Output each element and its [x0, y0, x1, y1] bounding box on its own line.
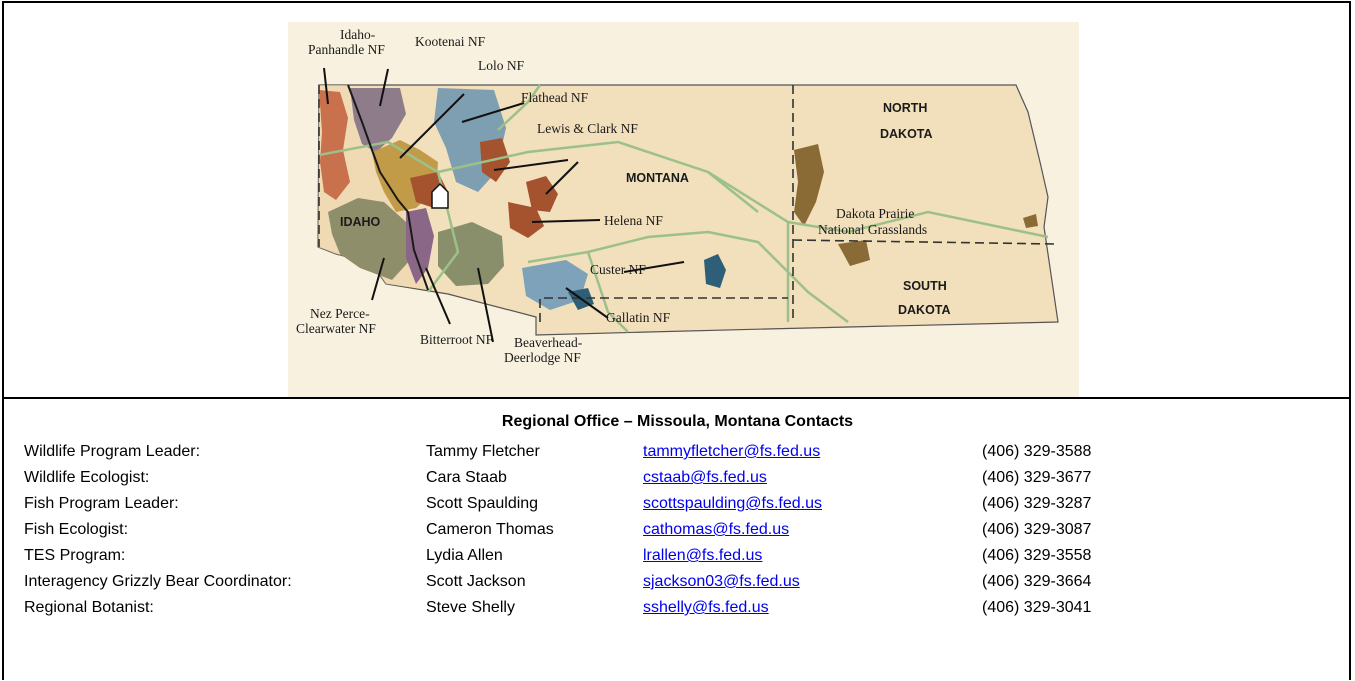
contact-row: TES Program: Lydia Allen lrallen@fs.fed.us…: [24, 543, 1182, 569]
contact-phone: (406) 329-3664: [982, 573, 1092, 590]
contact-email-link[interactable]: scottspaulding@fs.fed.us: [643, 495, 823, 512]
contact-row: Regional Botanist: Steve Shelly sshelly@fs…: [24, 595, 1182, 621]
label-lewis-clark: Lewis & Clark NF: [537, 121, 638, 136]
label-south: SOUTH: [903, 279, 947, 293]
contact-email-cell: sjackson03@fs.fed.us: [643, 569, 982, 595]
label-dakota-prairie-1: Dakota Prairie: [836, 206, 914, 221]
label-dakota-prairie-2: National Grasslands: [818, 222, 927, 237]
nezperce-clearwater-nf-area: [328, 198, 412, 280]
contact-email-cell: scottspaulding@fs.fed.us: [643, 491, 982, 517]
bitterroot-nf-area: [406, 208, 434, 284]
contact-phone: (406) 329-3588: [982, 443, 1092, 460]
contact-role: Regional Botanist:: [24, 599, 154, 616]
contact-row: Wildlife Program Leader: Tammy Fletcher ta…: [24, 439, 1182, 465]
dakota-prairie-area-3: [1023, 214, 1038, 228]
contact-email-link[interactable]: cathomas@fs.fed.us: [643, 521, 790, 538]
label-idaho-panhandle-1: Idaho-: [340, 27, 376, 42]
contact-role: Wildlife Ecologist:: [24, 469, 150, 486]
contact-name: Cara Staab: [426, 469, 507, 486]
label-north: NORTH: [883, 101, 927, 115]
label-lolo: Lolo NF: [478, 58, 525, 73]
contact-email-cell: cstaab@fs.fed.us: [643, 465, 982, 491]
contact-email-cell: sshelly@fs.fed.us: [643, 595, 982, 621]
nd-sd-border: [792, 239, 1055, 245]
contact-row: Wildlife Ecologist: Cara Staab cstaab@fs.f…: [24, 465, 1182, 491]
contact-email-link[interactable]: sjackson03@fs.fed.us: [643, 573, 800, 590]
label-gallatin: Gallatin NF: [606, 310, 671, 325]
contact-name: Scott Jackson: [426, 573, 526, 590]
contact-phone: (406) 329-3087: [982, 521, 1092, 538]
contact-phone: (406) 329-3041: [982, 599, 1092, 616]
contact-role: Wildlife Program Leader:: [24, 443, 201, 460]
contact-phone: (406) 329-3287: [982, 495, 1092, 512]
label-nezperce-2: Clearwater NF: [296, 321, 376, 336]
contact-row: Fish Program Leader: Scott Spaulding scott…: [24, 491, 1182, 517]
contact-phone: (406) 329-3558: [982, 547, 1092, 564]
contact-email-link[interactable]: lrallen@fs.fed.us: [643, 547, 763, 564]
label-beaverhead-2: Deerlodge NF: [504, 350, 581, 365]
label-kootenai: Kootenai NF: [415, 34, 486, 49]
section-divider: [2, 397, 1351, 399]
contact-name: Cameron Thomas: [426, 521, 554, 538]
contact-email-cell: tammyfletcher@fs.fed.us: [643, 439, 982, 465]
contact-email-link[interactable]: tammyfletcher@fs.fed.us: [643, 443, 821, 460]
contact-role: Fish Ecologist:: [24, 521, 129, 538]
contacts-title: Regional Office – Missoula, Montana Cont…: [501, 413, 854, 430]
contact-email-link[interactable]: cstaab@fs.fed.us: [643, 469, 767, 486]
contact-row: Fish Ecologist: Cameron Thomas cathomas@fs…: [24, 517, 1182, 543]
contact-email-cell: lrallen@fs.fed.us: [643, 543, 982, 569]
office-marker-icon: [431, 182, 449, 209]
label-bitterroot: Bitterroot NF: [420, 332, 494, 347]
label-montana: MONTANA: [626, 171, 689, 185]
dakota-prairie-area-2: [838, 240, 870, 266]
label-idaho: IDAHO: [340, 215, 381, 229]
label-north-dakota: DAKOTA: [880, 127, 933, 141]
contact-phone: (406) 329-3677: [982, 469, 1092, 486]
kootenai-nf-area: [350, 88, 406, 152]
contact-name: Scott Spaulding: [426, 495, 539, 512]
wyoming-border: [539, 297, 788, 322]
contact-name: Lydia Allen: [426, 547, 503, 564]
label-south-dakota: DAKOTA: [898, 303, 951, 317]
region-map: Idaho- Panhandle NF Kootenai NF Lolo NF …: [288, 22, 1079, 398]
idaho-montana-border: [347, 84, 429, 291]
contact-role: Fish Program Leader:: [24, 495, 179, 512]
custer-nf-area: [704, 254, 726, 288]
contacts-table: Wildlife Program Leader: Tammy Fletcher ta…: [24, 439, 1182, 621]
label-helena: Helena NF: [604, 213, 663, 228]
helena-nf-area: [508, 202, 544, 238]
label-flathead: Flathead NF: [521, 90, 589, 105]
highway-lines: [318, 84, 1049, 333]
contact-email-link[interactable]: sshelly@fs.fed.us: [643, 599, 769, 616]
label-idaho-panhandle-2: Panhandle NF: [308, 42, 385, 57]
lewis-clark-nf-area-2: [526, 176, 558, 212]
label-nezperce-1: Nez Perce-: [310, 306, 370, 321]
contact-role: Interagency Grizzly Bear Coordinator:: [24, 573, 292, 590]
dakota-prairie-area: [794, 144, 824, 226]
label-beaverhead-1: Beaverhead-: [514, 335, 583, 350]
label-custer: Custer NF: [590, 262, 646, 277]
leader-arrows: [323, 67, 685, 343]
contact-name: Tammy Fletcher: [426, 443, 540, 460]
contact-row: Interagency Grizzly Bear Coordinator: Sco…: [24, 569, 1182, 595]
region-map-svg: Idaho- Panhandle NF Kootenai NF Lolo NF …: [296, 27, 1059, 365]
contact-name: Steve Shelly: [426, 599, 515, 616]
contact-role: TES Program:: [24, 547, 126, 564]
panhandle-nf-area: [319, 90, 350, 200]
contact-email-cell: cathomas@fs.fed.us: [643, 517, 982, 543]
